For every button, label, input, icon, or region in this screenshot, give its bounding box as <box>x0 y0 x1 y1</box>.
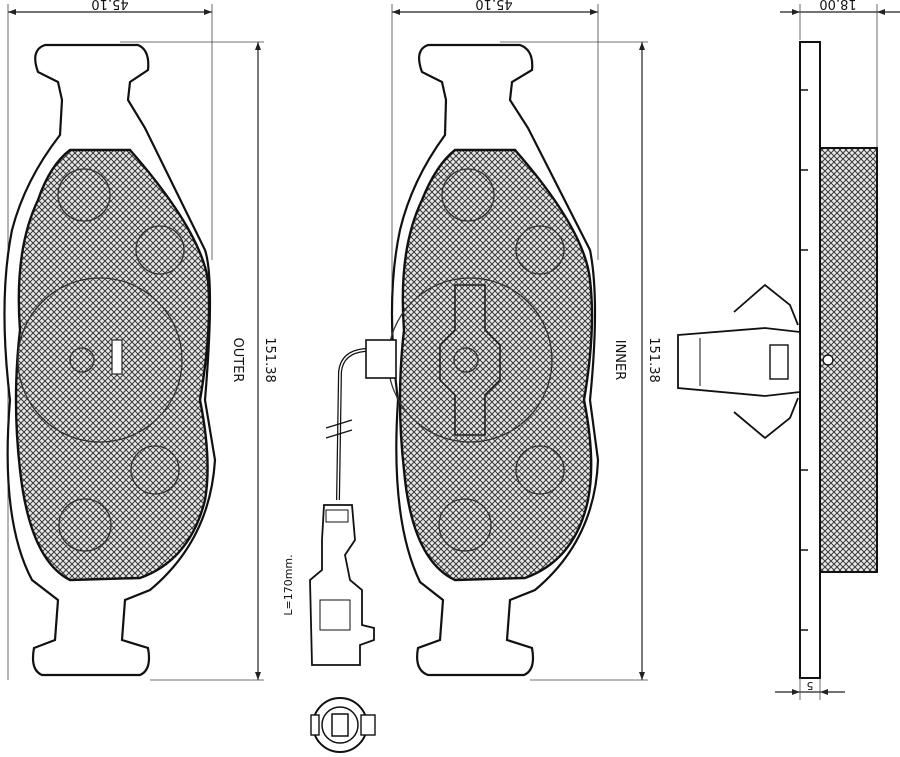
wear-sensor: L=170mm. <box>282 339 397 753</box>
inner-side-label: INNER <box>612 340 627 381</box>
sensor-probe <box>365 339 397 379</box>
outer-circle-bottom <box>58 498 112 552</box>
inner-friction-material <box>398 148 594 582</box>
inner-circle-upper-right <box>515 225 565 275</box>
thickness-label: 18.00 <box>819 0 856 11</box>
inner-clip-bracket <box>439 284 501 436</box>
connector-end-view <box>310 697 376 753</box>
thickness-dimension: 18.00 <box>780 0 900 150</box>
sensor-connector <box>309 504 375 666</box>
sensor-length-label: L=170mm. <box>282 554 295 615</box>
outer-height-dimension: 151.38 OUTER <box>120 41 277 681</box>
side-view: 18.00 5 <box>677 0 900 700</box>
sensor-cable-break-1 <box>325 419 353 429</box>
backplate-dimension: 5 <box>775 678 845 700</box>
side-clip <box>677 283 834 440</box>
inner-circle-top <box>441 168 495 222</box>
inner-width-dimension: 45.10 <box>391 0 599 300</box>
outer-circle-lower-right <box>130 445 180 495</box>
inner-height-dimension: 151.38 INNER <box>500 41 661 681</box>
inner-width-label: 45.10 <box>475 0 512 11</box>
inner-pad-view: 45.10 151.38 INNER <box>387 0 661 681</box>
outer-pad-view: 45.10 151.38 OUTER <box>3 0 277 681</box>
outer-side-label: OUTER <box>230 338 245 383</box>
inner-center-hole <box>453 347 479 373</box>
inner-height-label: 151.38 <box>646 337 661 383</box>
outer-circle-top <box>57 168 111 222</box>
outer-height-label: 151.38 <box>262 337 277 383</box>
outer-center-hole <box>69 347 95 373</box>
outer-center-slot <box>111 339 123 375</box>
outer-circle-large <box>17 277 183 443</box>
side-backplate <box>799 41 821 679</box>
inner-circle-lower-right <box>515 445 565 495</box>
outer-width-label: 45.10 <box>91 0 128 11</box>
sensor-cable-break-2 <box>325 429 353 439</box>
backplate-label: 5 <box>807 679 814 692</box>
outer-circle-upper-right <box>135 225 185 275</box>
inner-circle-bottom <box>438 498 492 552</box>
